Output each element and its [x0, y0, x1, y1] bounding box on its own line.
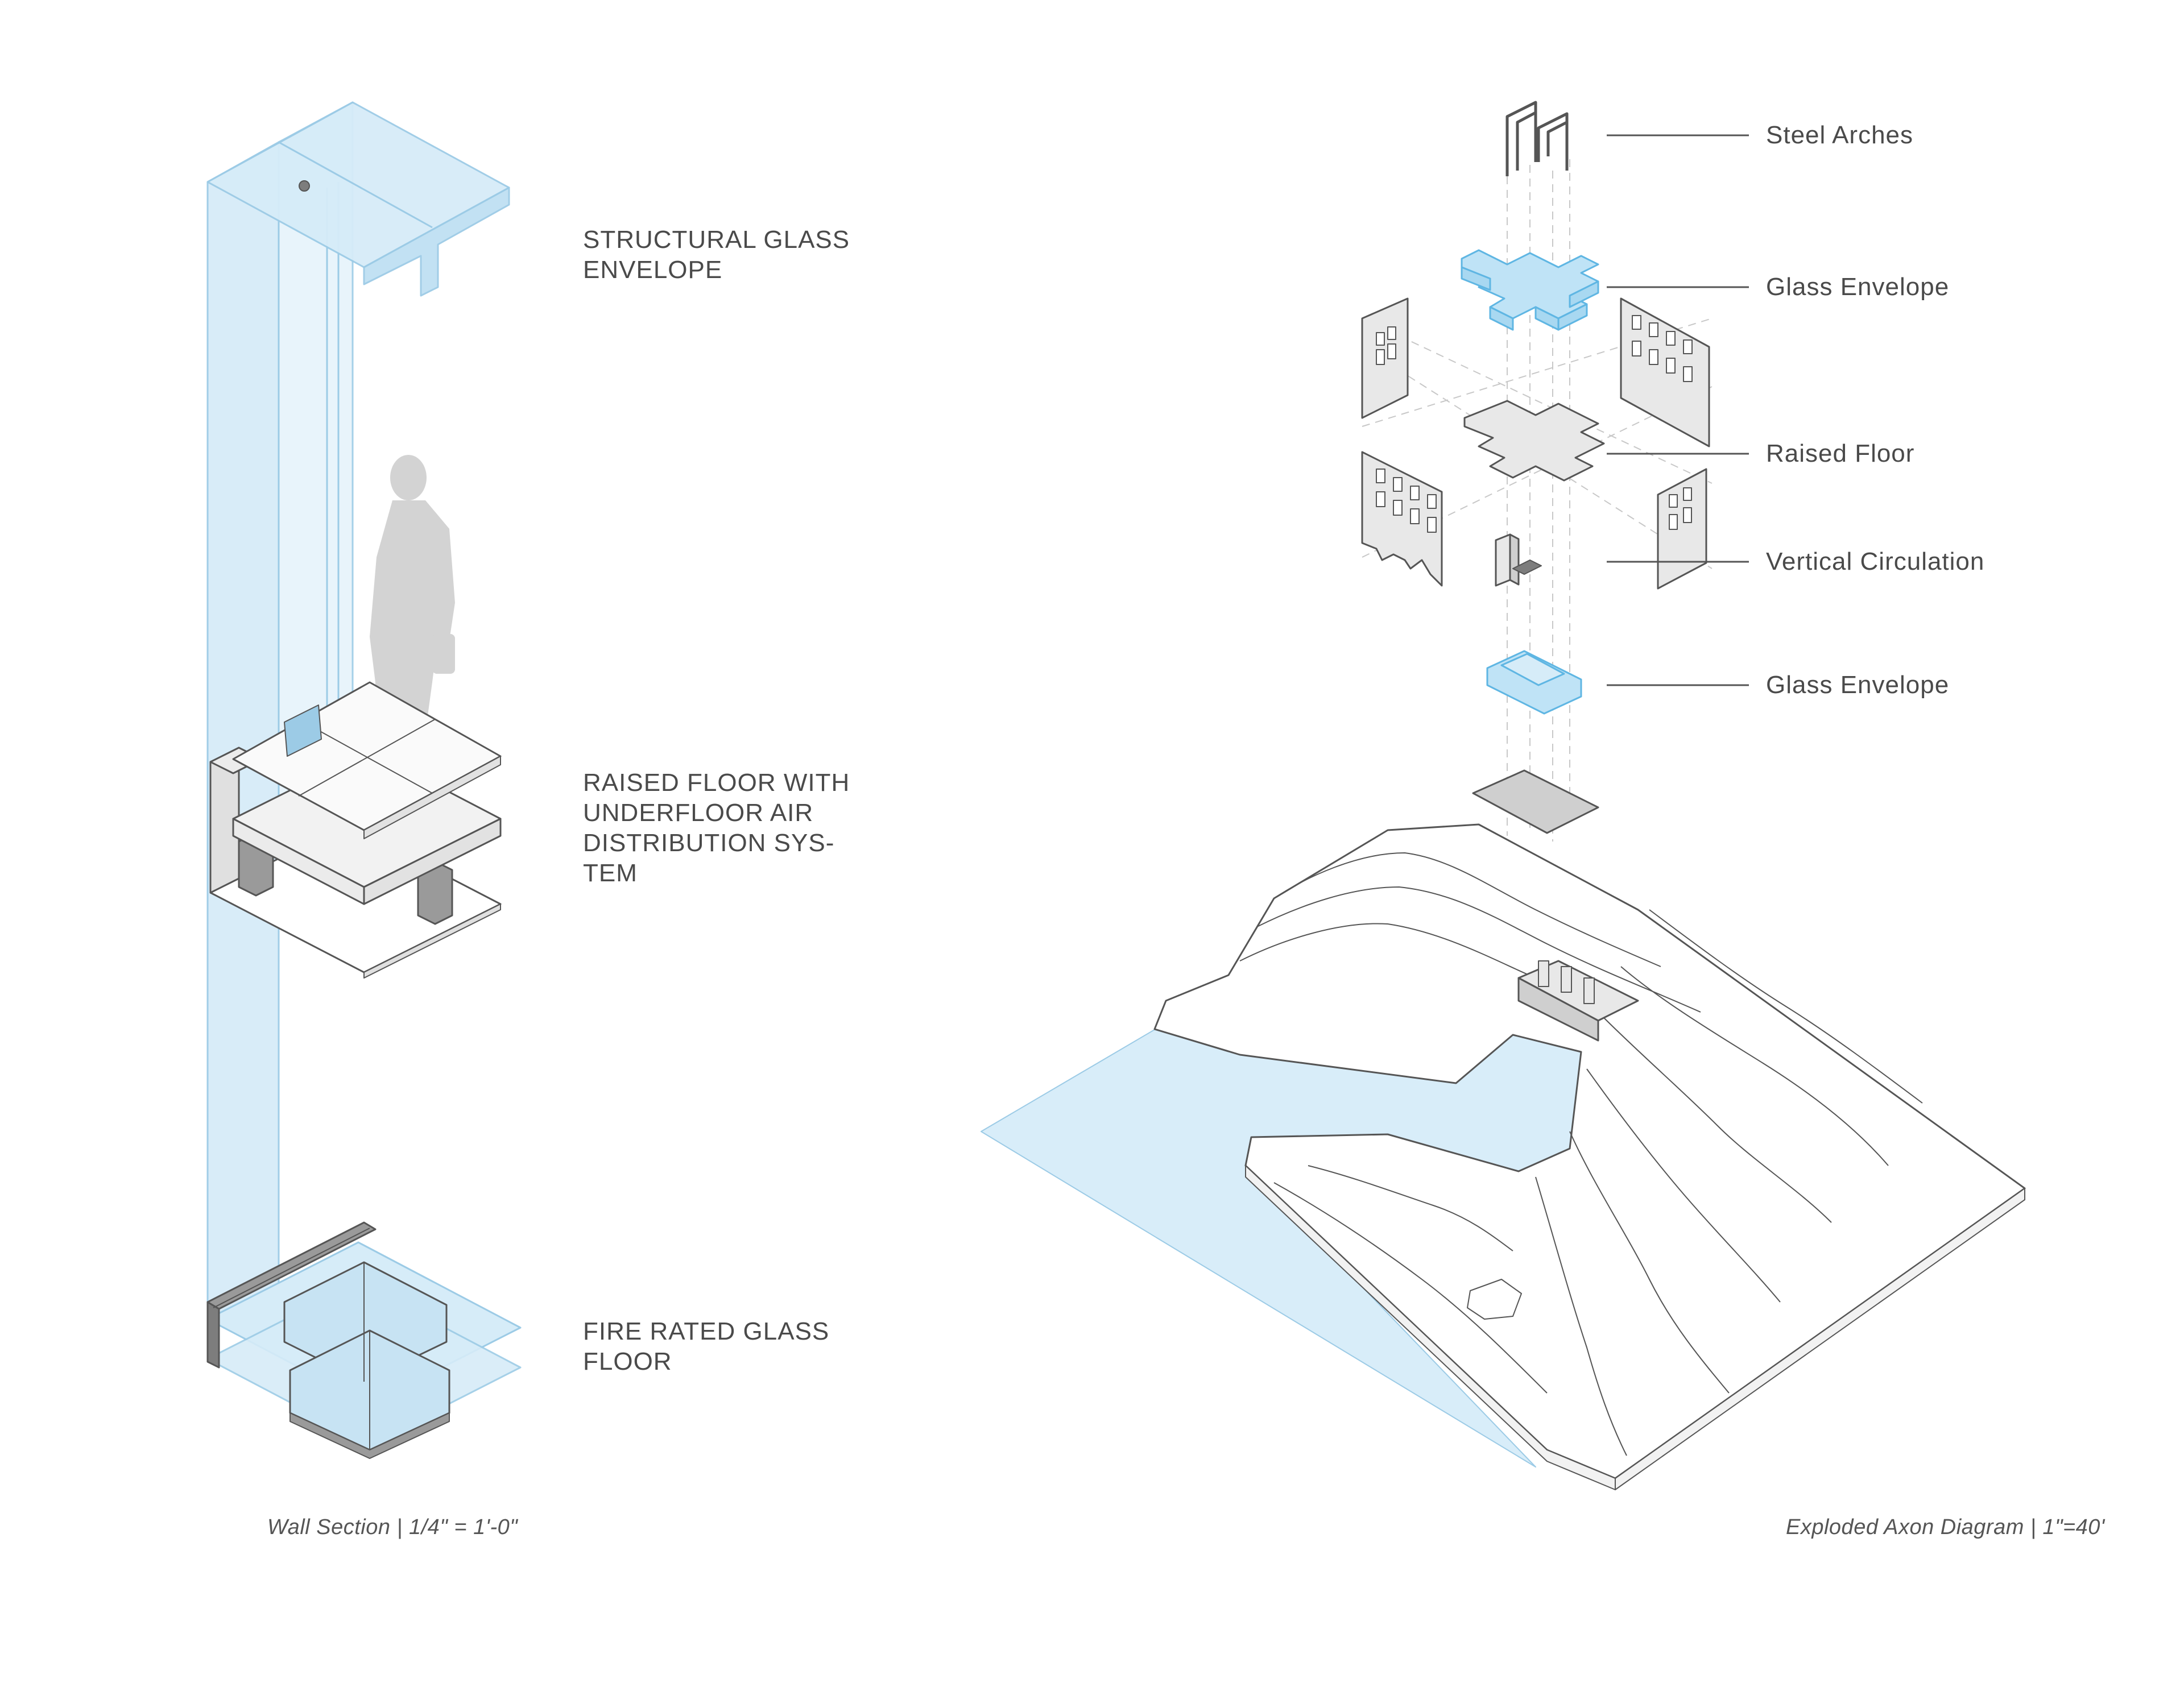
facade-panel-left-upper: [1361, 297, 1409, 419]
glass-envelope-upper: [1461, 249, 1599, 331]
caption-wall-section: Wall Section | 1/4" = 1'-0": [267, 1515, 518, 1539]
label-glass-envelope-upper: Glass Envelope: [1766, 273, 1950, 301]
base-slab: [1472, 769, 1599, 834]
fire-rated-floor-assembly: [206, 1221, 522, 1459]
glass-envelope-pane: [206, 141, 280, 1326]
glass-envelope-lower: [1486, 650, 1582, 715]
label-vertical-circulation: Vertical Circulation: [1766, 548, 1985, 575]
terrain-top: [1153, 823, 2026, 1479]
facade-panel-right-upper: [1620, 297, 1710, 447]
label-fire-rated-glass-floor: FIRE RATED GLASS FLOOR: [583, 1317, 830, 1375]
person-silhouette: [370, 455, 455, 756]
steel-arches: [1505, 101, 1569, 176]
label-steel-arches: Steel Arches: [1766, 121, 1914, 149]
site-building: [1517, 960, 1639, 1042]
facade-panel-left-lower: [1361, 451, 1443, 587]
raised-floor-assembly: [209, 681, 502, 979]
glass-canopy-front: [363, 186, 510, 297]
wall-section-drawing: [206, 101, 522, 1459]
caption-exploded-axon: Exploded Axon Diagram | 1"=40': [1786, 1515, 2105, 1539]
label-glass-envelope-lower: Glass Envelope: [1766, 671, 1950, 699]
facade-panel-right-lower: [1657, 468, 1707, 590]
exploded-axon-drawing: [981, 101, 2026, 1490]
glass-fitting: [299, 180, 310, 192]
label-structural-glass-envelope: STRUCTURAL GLASS ENVELOPE: [583, 226, 850, 284]
vertical-circulation: [1495, 533, 1542, 587]
terrain-island: [1467, 1279, 1522, 1320]
label-raised-floor: Raised Floor: [1766, 440, 1915, 467]
raised-floor-plate: [1463, 400, 1605, 482]
label-raised-floor-underfloor-air: RAISED FLOOR WITH UNDERFLOOR AIR DISTRIB…: [583, 769, 850, 887]
site-model: [981, 823, 2026, 1490]
